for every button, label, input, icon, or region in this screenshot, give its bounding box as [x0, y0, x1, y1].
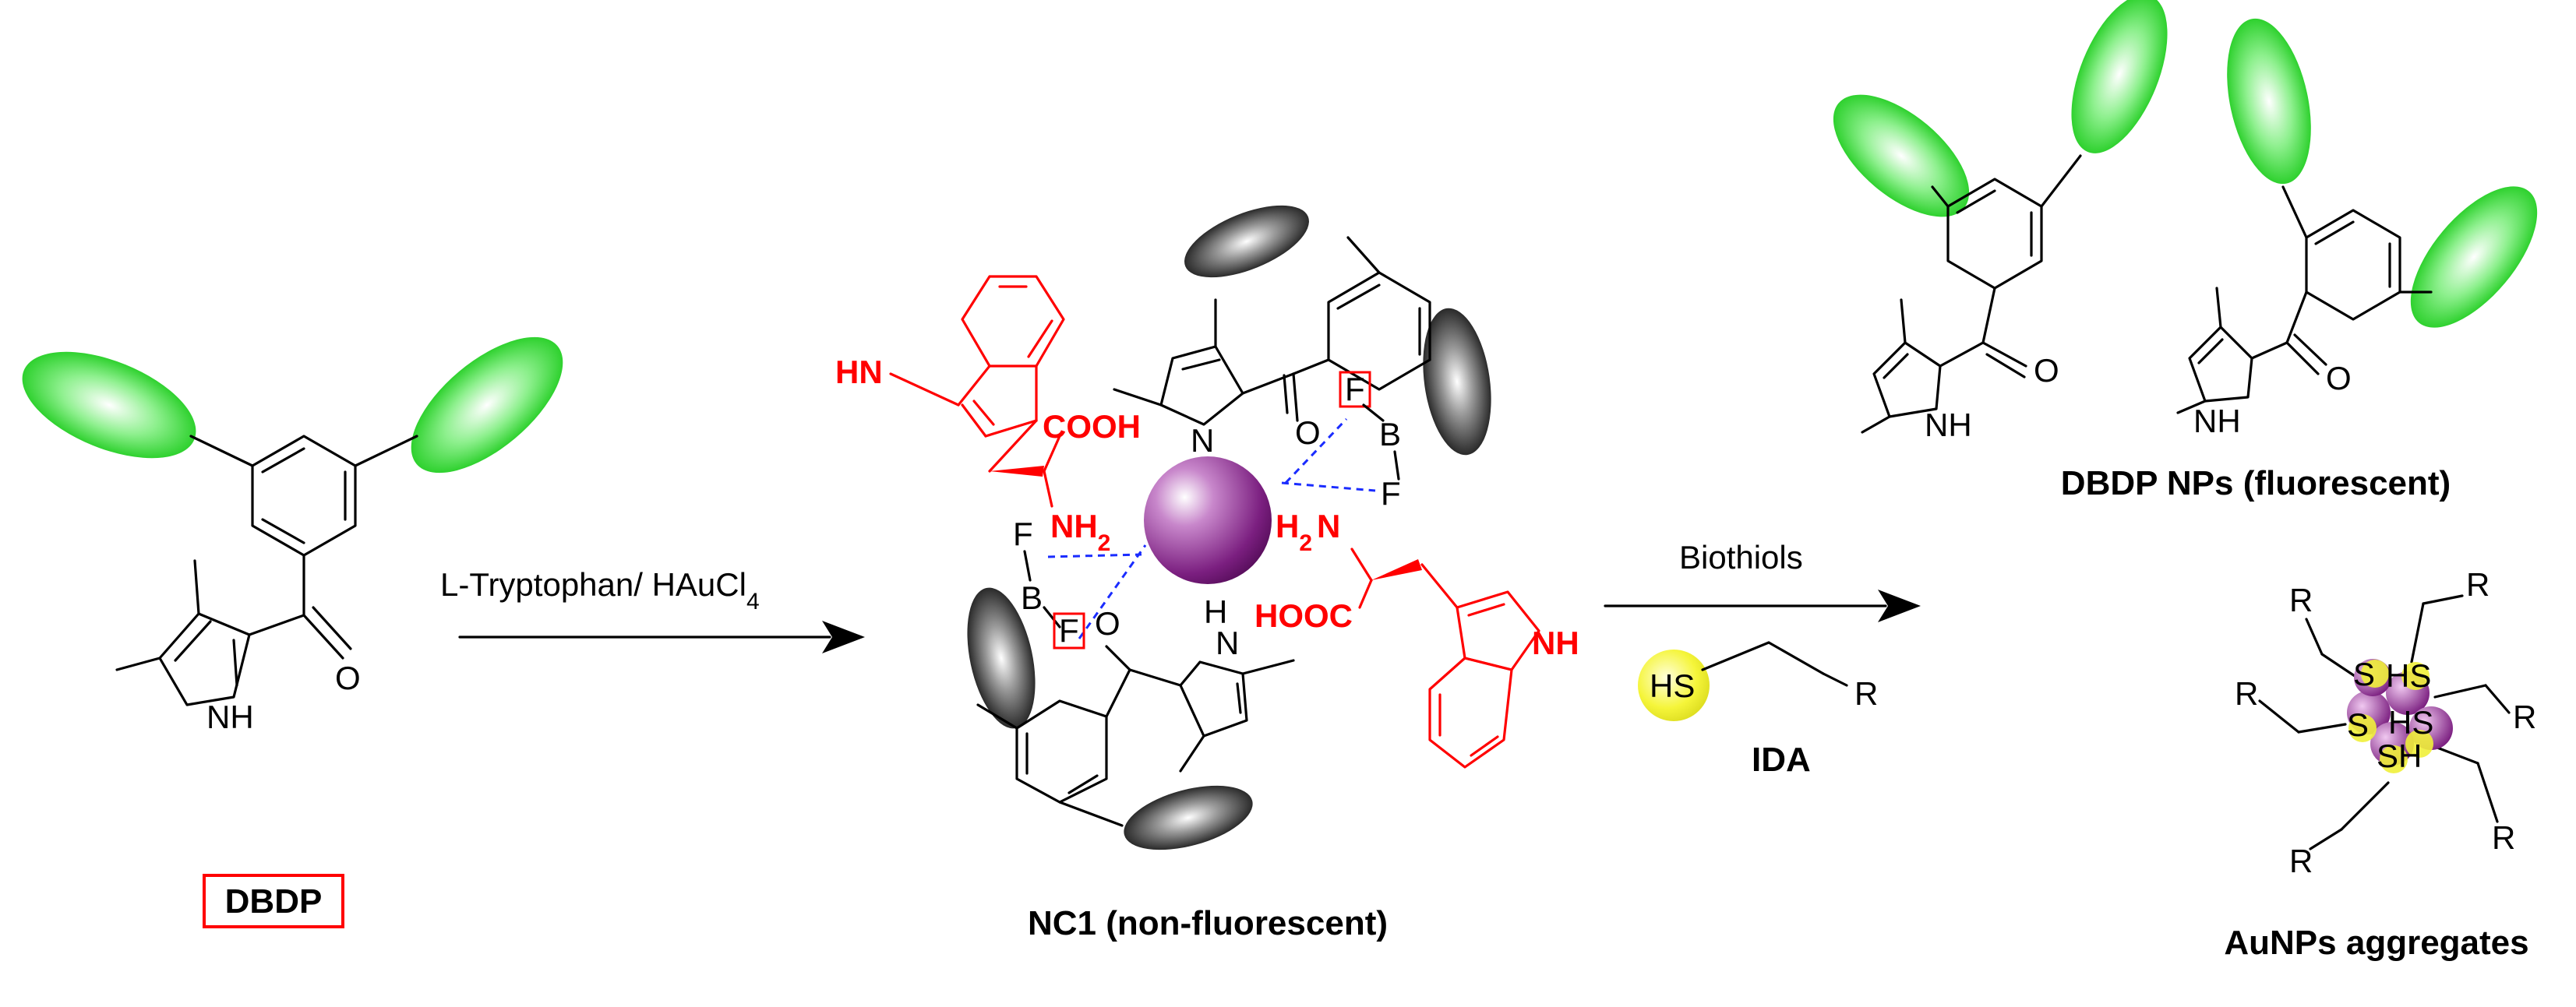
np1-lobe-right: [2071, 0, 2168, 153]
agg-sh: SH: [2377, 738, 2422, 774]
agg-r1: R: [2289, 582, 2313, 618]
nc1-b-bot: B: [1021, 579, 1043, 616]
np2-nh: NH: [2193, 403, 2241, 439]
arrow-2: Biothiols HS R IDA: [1604, 539, 1921, 779]
arrow2-label: Biothiols: [1679, 539, 1803, 576]
agg-r2: R: [2466, 566, 2490, 603]
dbdp-o: O: [335, 660, 361, 696]
agg-sh1: S: [2353, 656, 2375, 692]
gray-lobe-right: [1423, 308, 1491, 456]
agg-thiol-2: [2401, 662, 2430, 690]
nc1-cooh: COOH: [1043, 408, 1141, 445]
thiol-sphere: [1638, 650, 1710, 721]
nc1-nh: NH: [1532, 625, 1579, 661]
dbdp-nh: NH: [206, 699, 254, 735]
agg-thiol-3: [2348, 714, 2377, 742]
green-lobe-left: [22, 351, 196, 459]
np2-o: O: [2326, 360, 2352, 396]
dbdp-molecule: O NH DBDP: [22, 336, 563, 928]
agg-r6: R: [2492, 819, 2515, 856]
arrow-1: L-Tryptophan/ HAuCl4: [440, 566, 865, 653]
agg-thiol-5: [2380, 745, 2408, 773]
np1-o: O: [2034, 352, 2059, 389]
np1-nh: NH: [1925, 407, 1972, 443]
nc1-f-bot2: F: [1059, 612, 1079, 649]
nc1-hooc: HOOC: [1254, 597, 1353, 634]
agg-thiol-4: [2405, 730, 2433, 758]
nc1-label: NC1 (non-fluorescent): [1028, 904, 1388, 942]
nc1-wedge-left: [990, 466, 1044, 477]
nc1-hn: HN: [835, 354, 883, 390]
nc1-f-box-bot: [1053, 612, 1085, 650]
nc1-complex: O N H F B F HN COOH: [835, 205, 1579, 850]
nc1-f-top1: F: [1345, 371, 1365, 407]
arrow2-head: [1878, 590, 1921, 622]
arrow1-label: L-Tryptophan/ HAuCl4: [440, 566, 760, 614]
agg-hs2: HS: [2388, 704, 2433, 741]
nc1-n-bot: N: [1216, 625, 1239, 661]
agg-r3: R: [2235, 675, 2258, 712]
dbdp-label: DBDP: [225, 882, 323, 921]
ida-label: IDA: [1752, 741, 1811, 779]
nc1-b-top: B: [1379, 416, 1401, 452]
aunps-label: AuNPs aggregates: [2224, 924, 2528, 962]
gray-lobe-top: [1184, 205, 1309, 278]
aunps-aggregate: R R R R R R S HS S HS SH: [2235, 566, 2536, 879]
dbdp-np-right: O NH: [2176, 18, 2538, 439]
gray-lobe-left: [967, 587, 1036, 729]
agg-hs: HS: [2386, 657, 2431, 694]
agg-thiol-1: [2361, 660, 2389, 688]
nc1-f-top2: F: [1381, 475, 1401, 512]
gold-nanocluster: [1144, 456, 1272, 584]
np2-lobe-left: [2227, 18, 2311, 185]
nc1-o-top: O: [1295, 414, 1321, 451]
nc1-f-box-top: [1339, 371, 1371, 408]
np2-lobe-right: [2410, 186, 2538, 328]
nc1-f-bot1: F: [1013, 516, 1033, 552]
nc1-wedge-right: [1371, 559, 1422, 580]
ida-r: R: [1854, 675, 1878, 712]
agg-r4: R: [2513, 699, 2536, 735]
agg-r5: R: [2289, 843, 2313, 879]
nc1-h-bot: H: [1204, 593, 1227, 630]
nc1-n-top: N: [1191, 422, 1214, 459]
nc1-o-bot: O: [1095, 605, 1120, 642]
dbdp-label-box: [203, 874, 344, 928]
green-lobe-right: [411, 336, 563, 474]
dbdp-nps-label: DBDP NPs (fluorescent): [2061, 464, 2451, 502]
nc1-nh2: NH2: [1050, 508, 1110, 556]
gray-lobe-bottom: [1124, 785, 1253, 850]
dbdp-np-left: O NH: [1833, 0, 2168, 443]
agg-s2: S: [2347, 706, 2369, 743]
np1-lobe-left: [1833, 94, 1970, 217]
ida-hs: HS: [1650, 667, 1695, 704]
arrow1-head: [822, 621, 865, 653]
